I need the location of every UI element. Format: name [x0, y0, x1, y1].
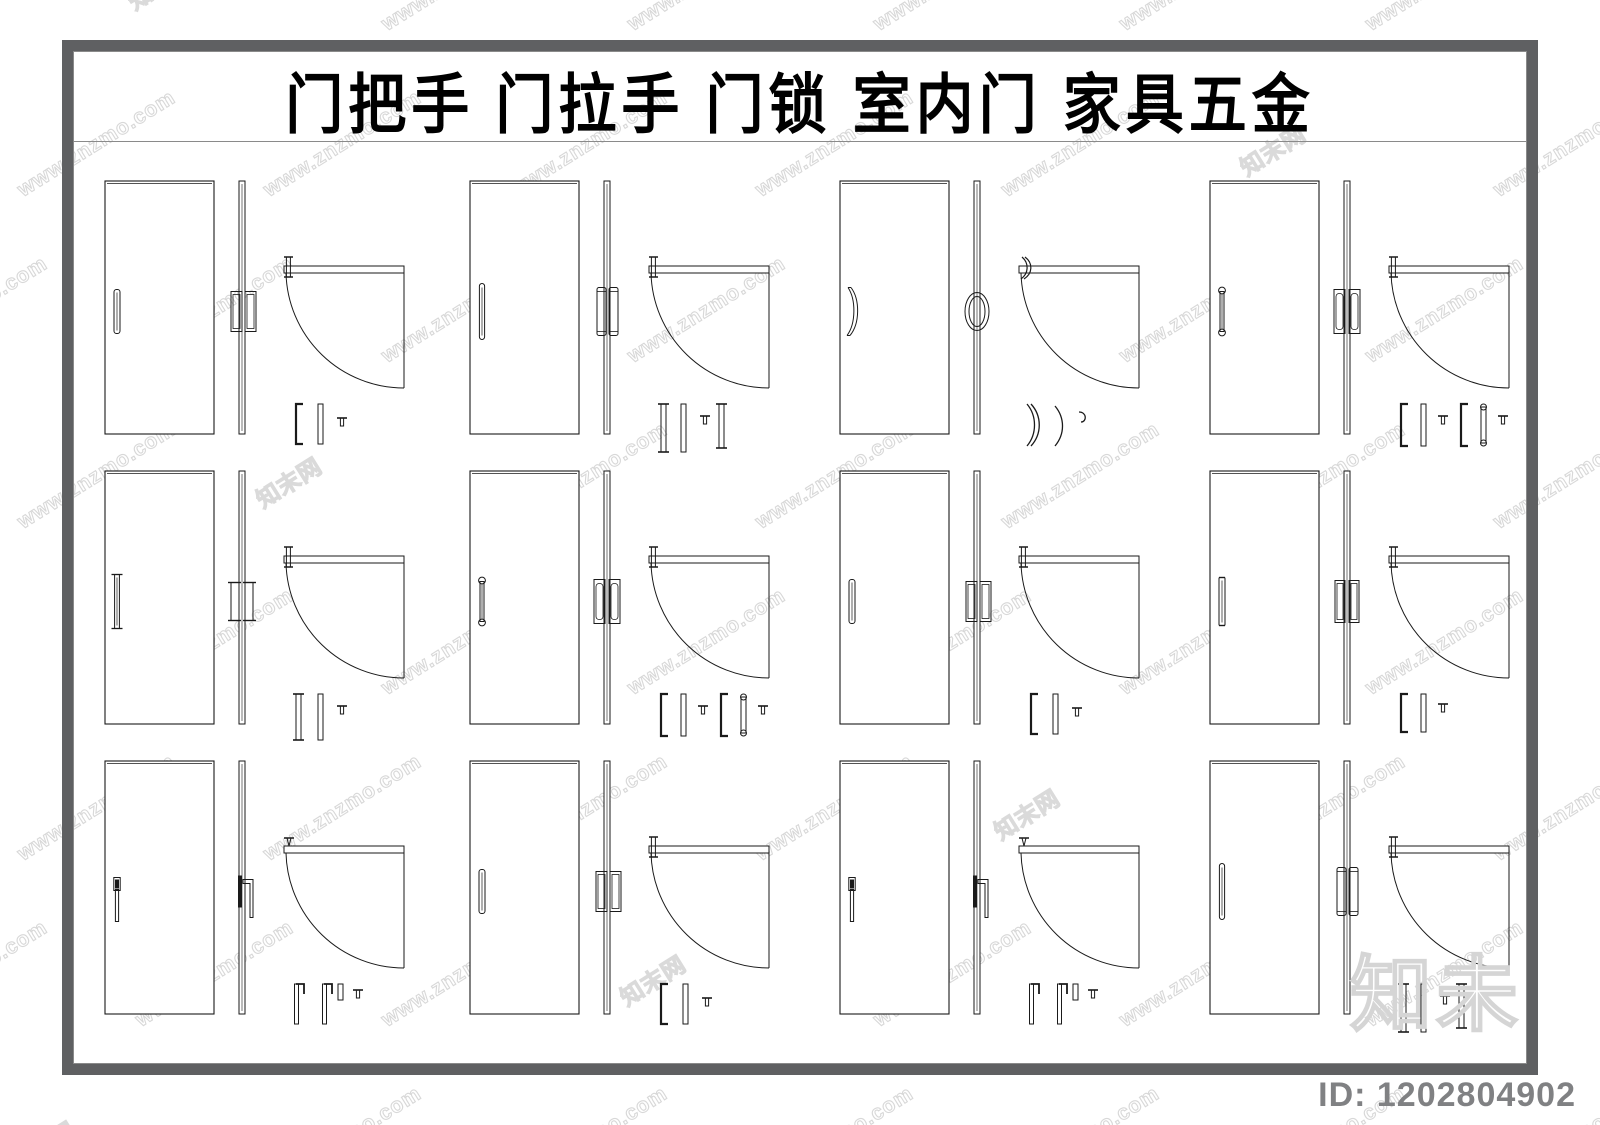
- drawing-frame-outer: [62, 40, 1538, 1075]
- hardware-detail-parts: [1399, 692, 1448, 734]
- hardware-detail-parts: [294, 983, 363, 1025]
- door-edge-section: [230, 180, 257, 435]
- door-edge-section: [595, 760, 622, 1015]
- door-edge-section: [964, 180, 990, 435]
- door-elevation: [469, 760, 580, 1015]
- door-elevation: [469, 180, 580, 435]
- door-swing-plan: [1388, 256, 1510, 389]
- hardware-detail-parts: [659, 982, 712, 1026]
- door-swing-plan: [283, 256, 405, 389]
- door-elevation: [104, 180, 215, 435]
- door-swing-plan: [283, 546, 405, 679]
- title-divider-rule: [74, 141, 1526, 142]
- door-elevation: [104, 760, 215, 1015]
- hardware-detail-parts: [1026, 403, 1086, 447]
- door-hardware-cell[interactable]: [469, 180, 810, 463]
- hardware-detail-parts: [1029, 983, 1098, 1025]
- door-hardware-cell[interactable]: [839, 470, 1180, 753]
- door-hardware-cell[interactable]: [469, 470, 810, 753]
- door-elevation: [469, 470, 580, 725]
- door-hardware-cell[interactable]: [104, 180, 445, 463]
- door-hardware-cell[interactable]: [1209, 180, 1550, 463]
- door-elevation: [839, 470, 950, 725]
- door-elevation: [839, 760, 950, 1015]
- hardware-detail-parts: [293, 693, 347, 741]
- door-edge-section: [596, 180, 619, 435]
- door-swing-plan: [1018, 256, 1140, 389]
- door-elevation: [104, 470, 215, 725]
- door-edge-section: [1334, 470, 1360, 725]
- hardware-detail-parts: [659, 692, 768, 738]
- door-hardware-cell[interactable]: [839, 760, 1180, 1043]
- door-hardware-cell[interactable]: [104, 760, 445, 1043]
- door-edge-section: [1333, 180, 1361, 435]
- door-swing-plan: [283, 837, 405, 969]
- brand-logo-watermark: 知未: [1349, 950, 1522, 1041]
- door-edge-section: [238, 760, 254, 1015]
- hardware-detail-parts: [1029, 692, 1082, 736]
- door-hardware-cell[interactable]: [1209, 470, 1550, 753]
- door-edge-section: [965, 470, 992, 725]
- door-hardware-cell[interactable]: [839, 180, 1180, 463]
- door-elevation: [1209, 470, 1320, 725]
- door-swing-plan: [648, 546, 770, 679]
- door-swing-plan: [648, 256, 770, 389]
- door-swing-plan: [1388, 546, 1510, 679]
- door-elevation: [839, 180, 950, 435]
- door-edge-section: [973, 760, 989, 1015]
- door-edge-section: [1336, 760, 1359, 1015]
- door-swing-plan: [648, 836, 770, 969]
- hardware-detail-parts: [1399, 402, 1508, 448]
- drawing-id-label: ID: 1202804902: [1318, 1076, 1576, 1114]
- door-edge-section: [593, 470, 621, 725]
- door-elevation: [1209, 180, 1320, 435]
- door-hardware-cell[interactable]: [104, 470, 445, 753]
- hardware-detail-parts: [1398, 983, 1467, 1033]
- door-swing-plan: [1018, 837, 1140, 969]
- hardware-detail-parts: [658, 403, 727, 453]
- door-hardware-cell[interactable]: [1209, 760, 1550, 1043]
- page-title: 门把手 门拉手 门锁 室内门 家具五金: [285, 68, 1315, 142]
- door-swing-plan: [1388, 836, 1510, 969]
- door-swing-plan: [1018, 546, 1140, 679]
- door-edge-section: [228, 470, 256, 725]
- hardware-detail-parts: [294, 402, 347, 446]
- drawing-frame-inner: [73, 51, 1527, 1064]
- door-hardware-cell[interactable]: [469, 760, 810, 1043]
- door-elevation: [1209, 760, 1320, 1015]
